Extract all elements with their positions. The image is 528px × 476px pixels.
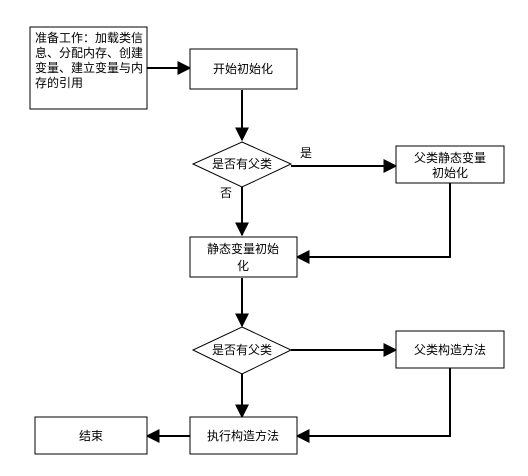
edge-parentstatic-to-staticinit — [295, 183, 451, 264]
node-decision1-diamond — [191, 141, 293, 188]
node-decision2-label: 是否有父类 — [212, 343, 272, 357]
node-parent-static-box — [395, 145, 505, 184]
node-end-label: 结束 — [79, 429, 103, 443]
node-prep-box — [29, 26, 148, 110]
node-static-init-label-2: 化 — [237, 259, 249, 273]
node-decision2-diamond — [191, 326, 293, 375]
node-parent-ctor-box — [395, 330, 505, 369]
node-parent-ctor-label: 父类构造方法 — [414, 342, 486, 357]
node-ctor-box — [189, 416, 298, 455]
node-decision1-label: 是否有父类 — [212, 157, 272, 171]
node-init-label: 开始初始化 — [213, 62, 273, 76]
node-ctor-label: 执行构造方法 — [207, 428, 279, 443]
edge-label-yes: 是 — [300, 146, 312, 160]
node-static-init-label-1: 静态变量初始 — [207, 241, 279, 256]
node-prep-label: 准备工作：加载类信息、分配内存、创建变量、建立变量与内存的引用 — [35, 31, 144, 90]
node-parent-static-label-1: 父类静态变量 — [414, 150, 486, 165]
shapes — [29, 26, 505, 455]
node-end-box — [34, 416, 148, 455]
edge-label-no: 否 — [220, 186, 232, 200]
node-static-init-box — [189, 236, 298, 278]
edge-parentctor-to-ctor — [295, 368, 451, 443]
connectors — [145, 61, 451, 443]
node-init-box — [189, 48, 298, 90]
node-parent-static-label-2: 初始化 — [432, 166, 468, 180]
